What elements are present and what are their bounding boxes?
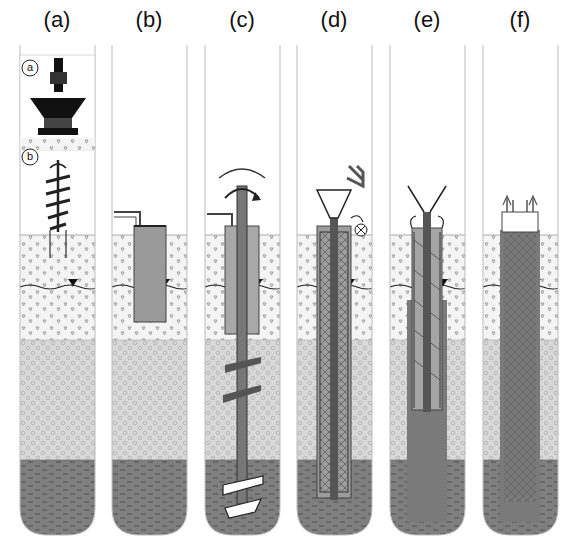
stage-label: (e) (414, 9, 441, 31)
stage-label: (d) (321, 9, 348, 31)
step-letter: a (27, 62, 33, 73)
stage-b-drawing (114, 212, 166, 322)
stage-label: (a) (44, 9, 71, 31)
ground-tubes (20, 45, 563, 540)
stage-f-drawing (500, 196, 540, 522)
stage-label: (c) (229, 9, 255, 31)
stage-d-drawing (317, 166, 367, 500)
stage-label: (b) (136, 9, 163, 31)
stage-a-drawing (20, 55, 95, 258)
stage-c-drawing (207, 169, 265, 518)
stage-label: (f) (510, 9, 531, 31)
step-letter: b (27, 151, 33, 162)
stage-e-drawing (407, 186, 447, 522)
